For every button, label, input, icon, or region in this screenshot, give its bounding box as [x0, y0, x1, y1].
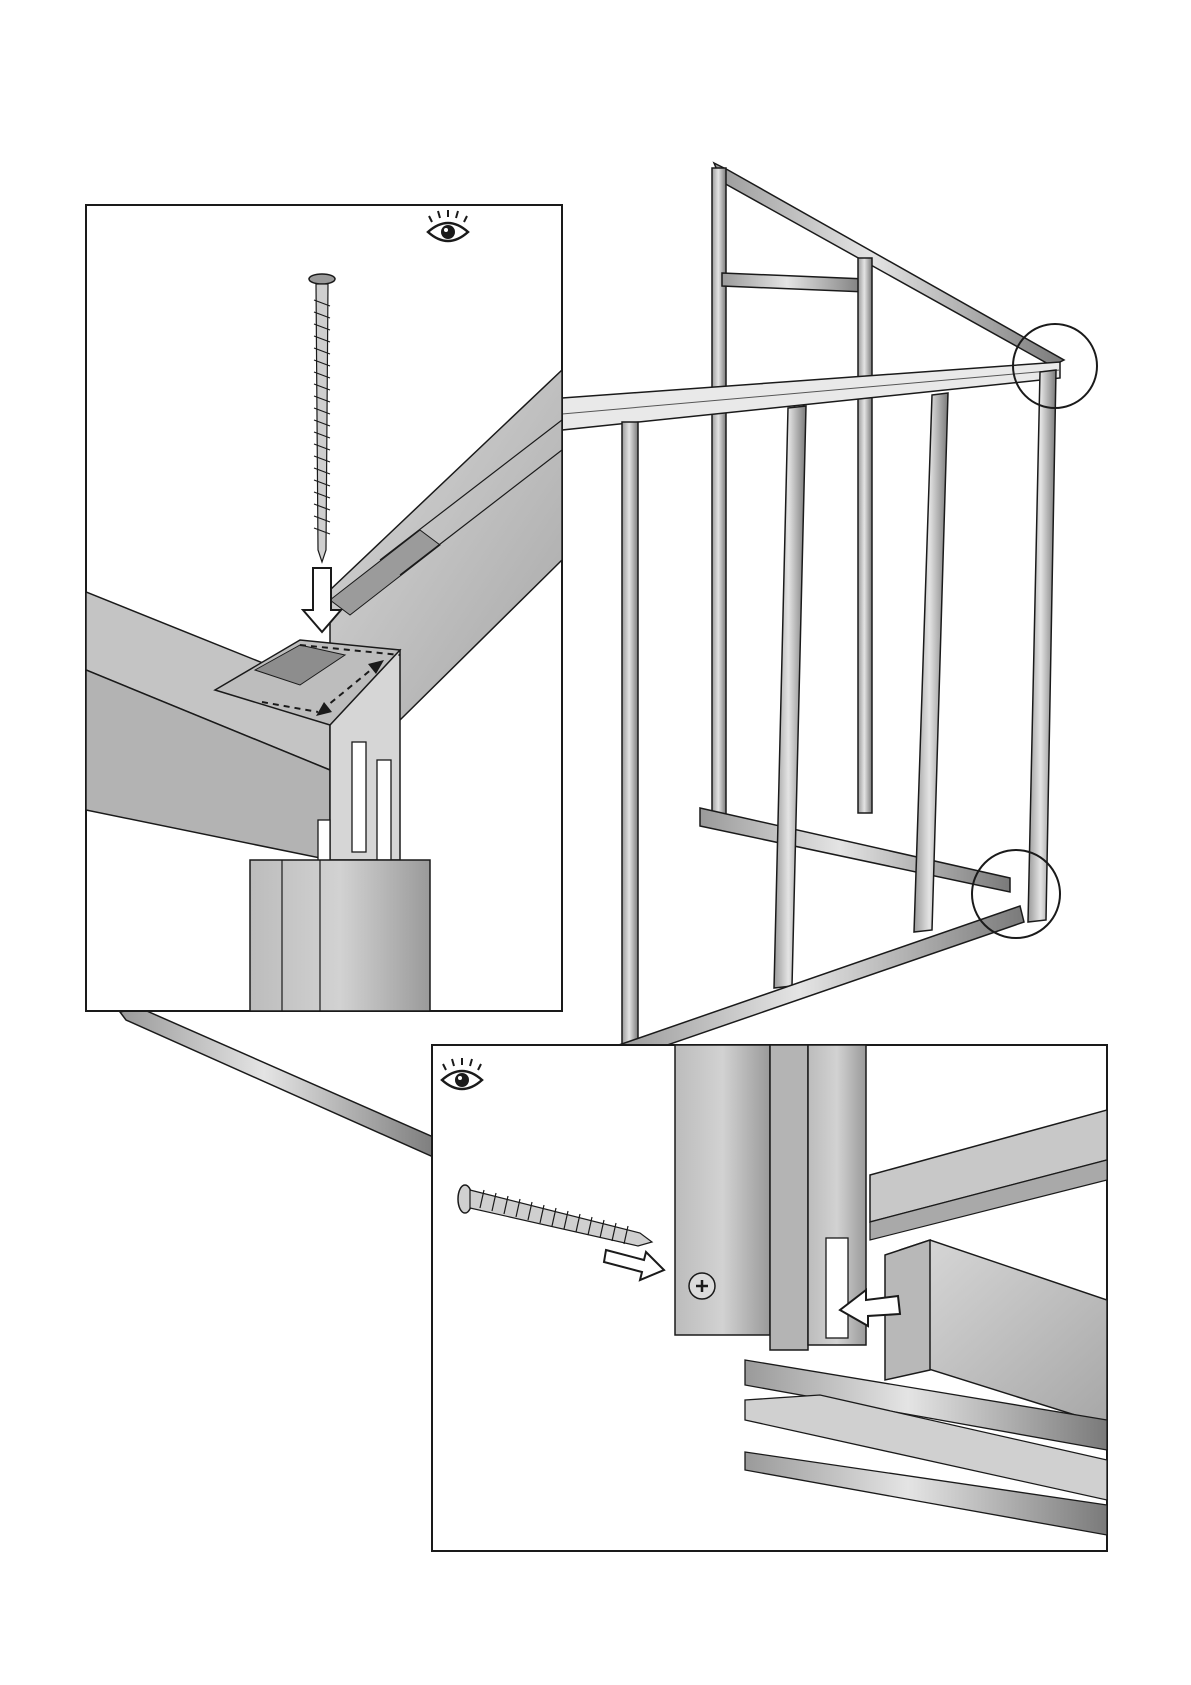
- screw-head: [689, 1273, 715, 1299]
- front-top-beam: [562, 362, 1060, 430]
- back-center-upright: [858, 258, 872, 813]
- side-bottom-rail: [120, 1008, 440, 1160]
- front-upright-1: [622, 422, 638, 1047]
- detail-panel-top: [86, 205, 562, 1011]
- vertical-post: [250, 860, 430, 1011]
- detail-panel-bottom: [432, 1045, 1107, 1551]
- post-slot: [826, 1238, 848, 1338]
- corner-post-middle: [770, 1045, 808, 1350]
- back-left-upright: [712, 168, 726, 828]
- front-upright-3: [914, 393, 948, 932]
- corner-post-front: [675, 1045, 770, 1335]
- gable-crossbar: [722, 273, 866, 292]
- front-bottom-rail: [616, 906, 1024, 1062]
- front-upright-4: [1028, 370, 1056, 922]
- back-gable-outer: [714, 163, 1064, 366]
- back-bottom-rail: [700, 808, 1010, 892]
- front-upright-2: [774, 406, 806, 988]
